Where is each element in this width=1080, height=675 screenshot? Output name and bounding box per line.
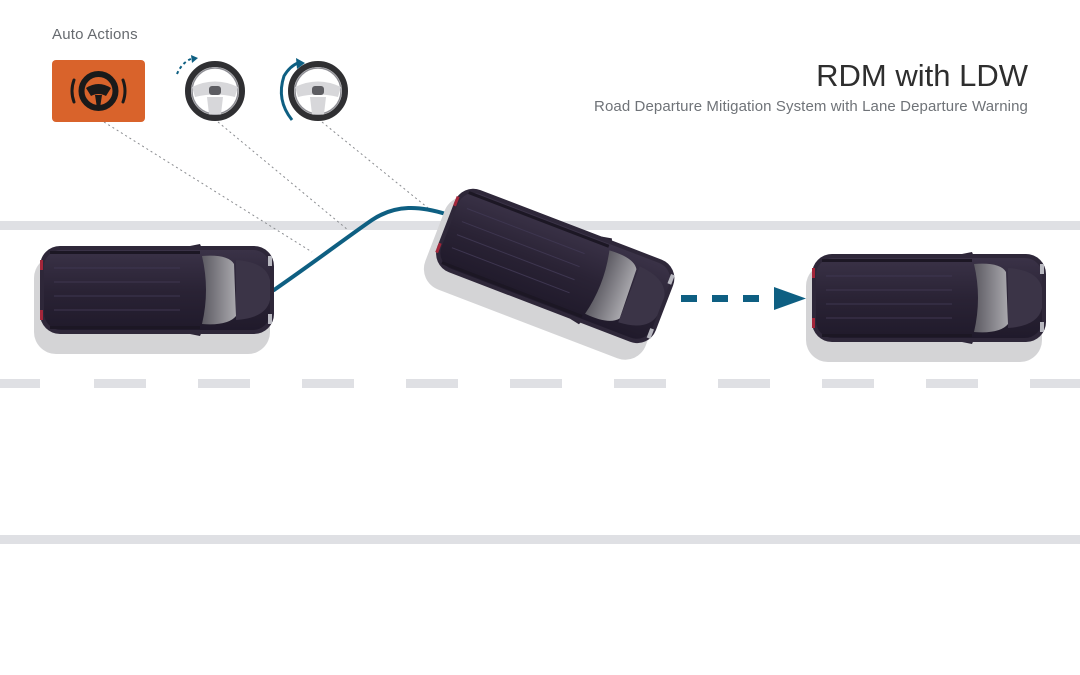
- steering-wheel-assist-icon: [279, 58, 348, 121]
- vehicle-departing: [416, 178, 682, 369]
- leader-lines: [103, 121, 429, 253]
- auto-actions-label: Auto Actions: [52, 26, 138, 43]
- page-subtitle: Road Departure Mitigation System with La…: [594, 98, 1028, 115]
- steering-warning-icon: [52, 60, 145, 122]
- page-title: RDM with LDW: [816, 58, 1028, 93]
- vehicle-corrected: [805, 251, 1047, 363]
- vehicle-path: [272, 205, 448, 292]
- road-edge-line-bottom: [0, 535, 1080, 544]
- direction-arrow: [681, 287, 806, 310]
- steering-wheel-vibration-icon: [176, 55, 245, 121]
- vehicle-start: [33, 243, 275, 355]
- lane-divider-dashed: [0, 379, 1080, 388]
